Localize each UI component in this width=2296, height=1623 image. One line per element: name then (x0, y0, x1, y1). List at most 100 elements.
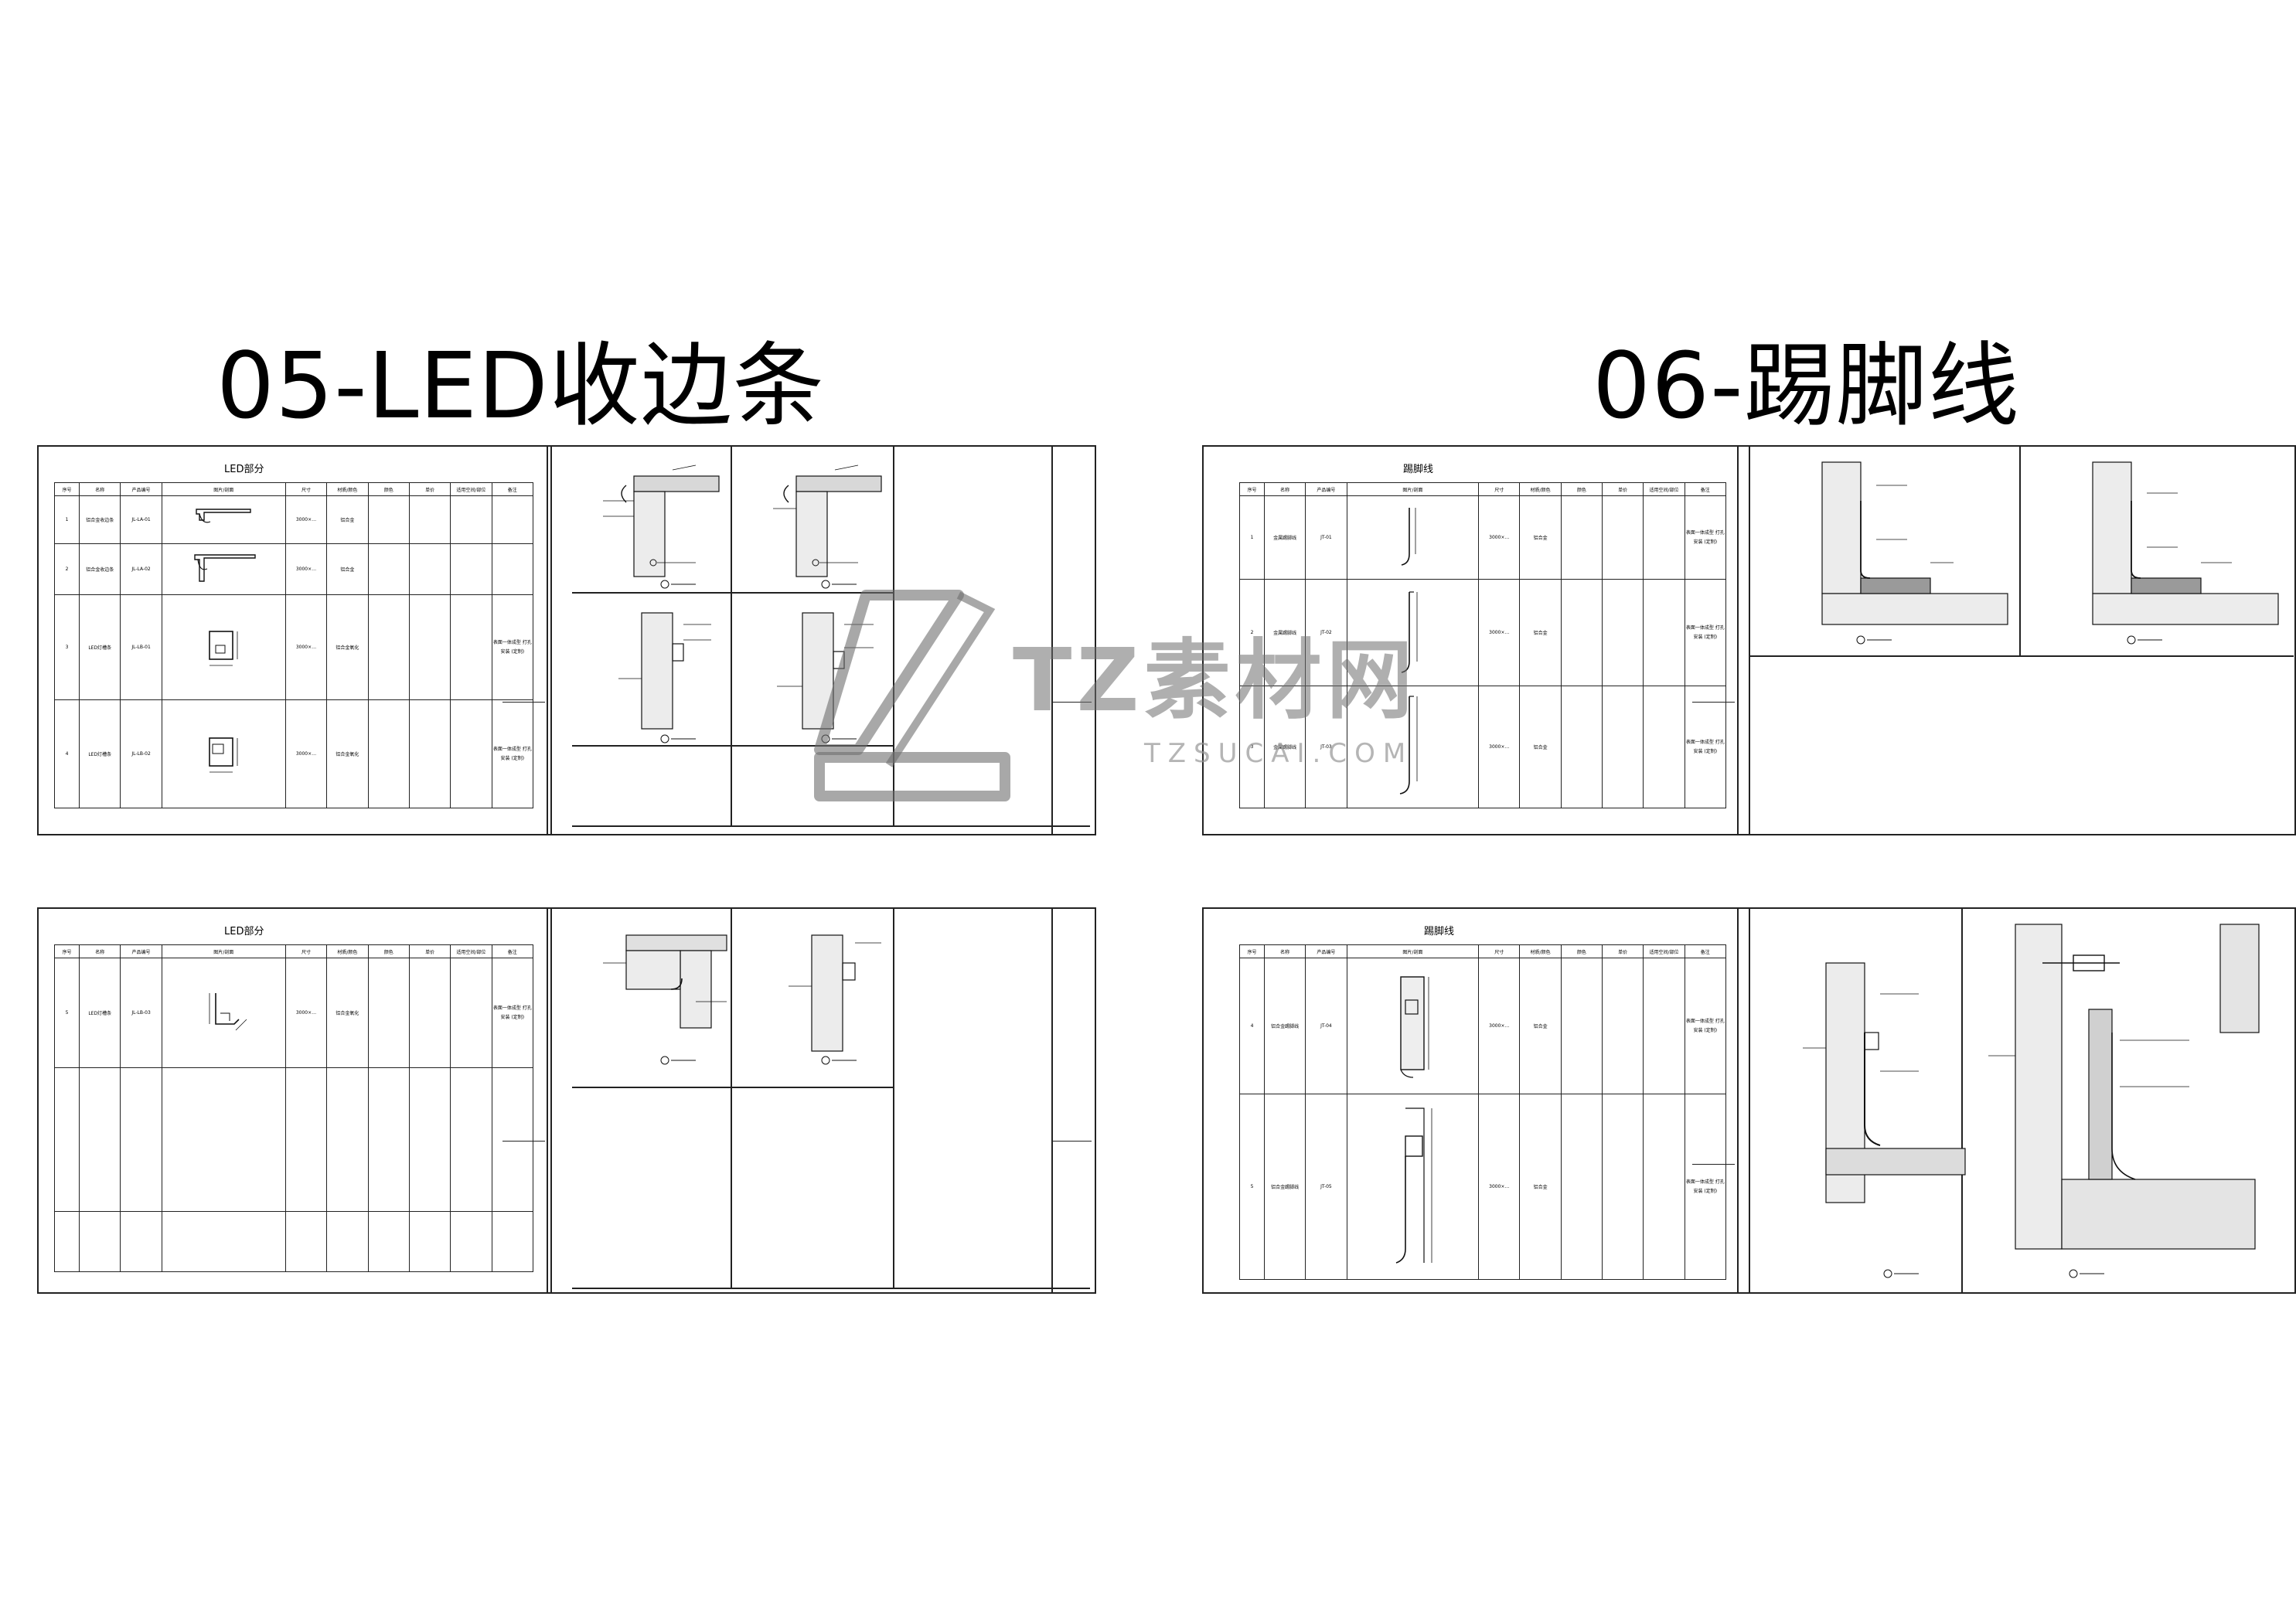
table-row: 4 LED灯槽条 JL-LB-02 3000×… 铝合金氧化 表面一体成型 打孔… (53, 699, 534, 808)
cell-price (1602, 579, 1644, 686)
cell-no: 1 (1239, 495, 1265, 580)
table-row: 3 LED灯槽条 JL-LB-01 3000×… 铝合金氧化 表面一体成型 打孔… (53, 594, 534, 700)
cell-color (1560, 686, 1603, 808)
cell-material: 铝合金 (1519, 579, 1562, 686)
cell-price (408, 699, 451, 808)
cell-area (1643, 1094, 1685, 1280)
title-block-divider (550, 447, 552, 835)
header-image: 图片/剖面 (161, 482, 286, 496)
table-header-row: 序号 名称 产品编号 图片/剖面 尺寸 材质/颜色 颜色 单价 适用空间/部位 … (53, 944, 534, 958)
title-block-border (547, 909, 548, 1294)
cell-note: 表面一体成型 打孔安装 (定制) (1684, 495, 1727, 580)
cell-area (450, 543, 492, 595)
cell-code: JT-04 (1305, 958, 1347, 1094)
cell-material (326, 1067, 369, 1212)
cell-size: 3000×… (1478, 1094, 1521, 1280)
header-no: 序号 (53, 482, 80, 496)
cell-name: LED灯槽条 (79, 594, 121, 700)
heading-skirting-line: 06-踢脚线 (1593, 332, 2020, 439)
cell-no: 3 (53, 594, 80, 700)
title-block-divider (550, 909, 552, 1294)
cell-note (491, 1067, 534, 1212)
cell-size: 3000×… (284, 958, 328, 1068)
header-size: 尺寸 (1478, 944, 1521, 958)
header-material: 材质/颜色 (1519, 944, 1562, 958)
panel-divider (893, 909, 894, 1288)
profile-drawing (1400, 695, 1418, 794)
header-price: 单价 (408, 944, 451, 958)
cell-material: 铝合金 (1519, 958, 1562, 1094)
table-row: 1 金属踢脚线 JT-01 3000×… 铝合金 表面一体成型 打孔安装 (定制… (1239, 495, 1727, 580)
table-row: 3 金属踢脚线 JT-03 3000×… 铝合金 表面一体成型 打孔安装 (定制… (1239, 686, 1727, 808)
profile-drawing (1402, 507, 1416, 566)
header-price: 单价 (1602, 944, 1644, 958)
cell-area (450, 495, 492, 544)
panel-divider (1961, 909, 1963, 1294)
cell-material: 铝合金 (326, 495, 369, 544)
section-detail-drawing (1821, 461, 2279, 645)
cell-price (1602, 958, 1644, 1094)
header-name: 名称 (79, 482, 121, 496)
profile-drawing (209, 630, 238, 665)
title-block-marks (502, 1141, 545, 1288)
cell-profile-image (1346, 958, 1480, 1094)
cell-code (120, 1067, 162, 1212)
panel-divider (2019, 447, 2021, 655)
header-name: 名称 (79, 944, 121, 958)
cell-note (491, 495, 534, 544)
panel-divider (572, 592, 893, 594)
header-material: 材质/颜色 (326, 482, 369, 496)
cell-no (53, 1067, 80, 1212)
cell-code: JL-LB-01 (120, 594, 162, 700)
table-header-row: 序号 名称 产品编号 图片/剖面 尺寸 材质/颜色 颜色 单价 适用空间/部位 … (53, 482, 534, 496)
title-block-border (1737, 447, 1739, 835)
header-color: 颜色 (367, 482, 410, 496)
cell-no: 5 (1239, 1094, 1265, 1280)
cell-name: LED灯槽条 (79, 699, 121, 808)
cell-size: 3000×… (284, 495, 328, 544)
title-block-border (1051, 447, 1053, 835)
cell-note (491, 1211, 534, 1272)
cell-area (450, 699, 492, 808)
table-row: 5 铝合金踢脚线 JT-05 3000×… 铝合金 表面一体成型 打孔安装 (定… (1239, 1094, 1727, 1280)
header-name: 名称 (1263, 482, 1306, 496)
sheet-skirting-top: 踢脚线 序号 名称 产品编号 图片/剖面 尺寸 材质/颜色 颜色 单价 适用空间… (1202, 445, 2296, 835)
cell-no: 5 (53, 958, 80, 1068)
cell-price (408, 594, 451, 700)
watermark-url: TZSUCAI.COM (1144, 738, 1414, 769)
cell-area (450, 1067, 492, 1212)
header-name: 名称 (1263, 944, 1306, 958)
header-area: 适用空间/部位 (1643, 944, 1685, 958)
sheet-title: 踢脚线 (1403, 464, 1434, 475)
panel-divider (731, 909, 732, 1288)
cell-price (408, 543, 451, 595)
cell-price (1602, 686, 1644, 808)
table-row: 4 铝合金踢脚线 JT-04 3000×… 铝合金 表面一体成型 打孔安装 (定… (1239, 958, 1727, 1094)
cell-profile-image (161, 1067, 286, 1212)
cell-profile-image (161, 543, 286, 595)
header-note: 备注 (491, 482, 534, 496)
cell-name: 金属踢脚线 (1263, 579, 1306, 686)
sheet-led-bottom: LED部分 序号 名称 产品编号 图片/剖面 尺寸 材质/颜色 颜色 单价 适用… (37, 907, 1096, 1294)
cell-note (491, 543, 534, 595)
cell-size: 3000×… (284, 699, 328, 808)
cell-profile-image (1346, 579, 1480, 686)
header-image: 图片/剖面 (1346, 482, 1480, 496)
panel-divider (731, 447, 732, 825)
cell-size: 3000×… (1478, 579, 1521, 686)
cell-note: 表面一体成型 打孔安装 (定制) (491, 594, 534, 700)
table-row: 1 铝合金收边条 JL-LA-01 3000×… 铝合金 (53, 495, 534, 544)
header-image: 图片/剖面 (161, 944, 286, 958)
cell-name: 铝合金收边条 (79, 495, 121, 544)
cell-name: 铝合金收边条 (79, 543, 121, 595)
profile-drawing (1396, 1107, 1432, 1264)
cell-note: 表面一体成型 打孔安装 (定制) (1684, 579, 1727, 686)
table-row (53, 1211, 534, 1272)
cell-note: 表面一体成型 打孔安装 (定制) (491, 958, 534, 1068)
header-note: 备注 (1684, 944, 1727, 958)
cell-color (1560, 1094, 1603, 1280)
heading-led-edge-strip: 05-LED收边条 (216, 332, 825, 439)
cell-note: 表面一体成型 打孔安装 (定制) (1684, 1094, 1727, 1280)
cell-price (1602, 495, 1644, 580)
cell-color (367, 495, 410, 544)
